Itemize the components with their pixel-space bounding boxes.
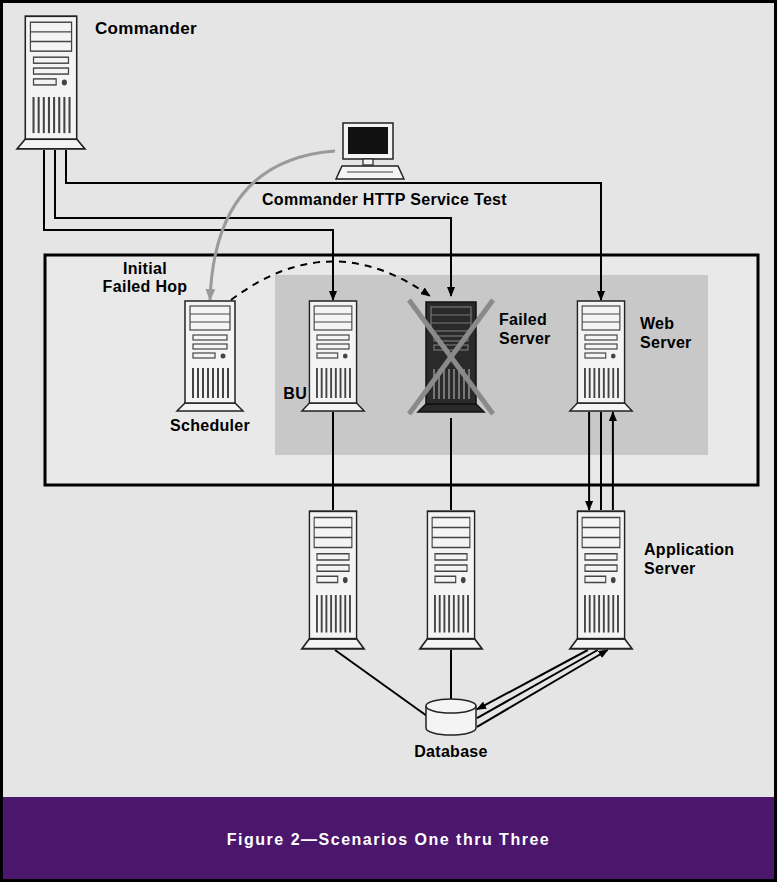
backup-server: BU	[300, 300, 366, 412]
node-icon	[175, 300, 245, 412]
database-cylinder: Database	[425, 698, 477, 736]
connector-line	[477, 650, 598, 718]
test-label: Commander HTTP Service Test	[262, 190, 507, 209]
link-wire	[332, 412, 334, 510]
link-wire	[450, 418, 452, 510]
node-icon	[425, 698, 477, 736]
server-label: Failed Server	[499, 310, 551, 348]
server-label: Web Server	[640, 314, 692, 352]
figure-caption: Figure 2—Scenarios One thru Three	[227, 831, 550, 849]
server-icon	[420, 511, 482, 649]
storage-label: Database	[414, 742, 488, 761]
failed-server: Failed Server	[405, 296, 497, 418]
server-group-band	[275, 275, 708, 455]
node-icon	[568, 510, 634, 650]
node-icon	[568, 300, 634, 412]
server-label: Application Server	[644, 540, 734, 578]
caption-band	[0, 797, 777, 882]
connector-line	[477, 650, 608, 727]
node-icon	[335, 122, 405, 180]
connector-line	[588, 412, 590, 510]
connector-line	[600, 412, 602, 510]
node-icon	[405, 296, 497, 418]
curved-arrow	[210, 151, 335, 300]
workstation: Commander HTTP Service Test	[335, 122, 405, 180]
dashed-arrow	[231, 261, 430, 300]
link-wire	[335, 650, 427, 716]
scheduler-server: Initial Failed HopScheduler	[175, 300, 245, 412]
connector-line	[44, 150, 333, 300]
connector-line	[66, 150, 601, 300]
commander-server: Commander	[15, 15, 87, 150]
server-icon	[302, 511, 364, 649]
server-label: Scheduler	[170, 416, 250, 435]
connector-line	[477, 650, 588, 709]
connector-line	[612, 412, 614, 510]
application-server: Application Server	[568, 510, 634, 650]
node-icon	[15, 15, 87, 150]
server-label: BU	[283, 384, 307, 403]
link-wire	[450, 650, 452, 699]
server-label: Commander	[95, 19, 197, 38]
web-server: Web Server	[568, 300, 634, 412]
site-boundary	[45, 255, 758, 485]
node-icon	[300, 300, 366, 412]
callout-label: Initial Failed Hop	[100, 260, 190, 296]
